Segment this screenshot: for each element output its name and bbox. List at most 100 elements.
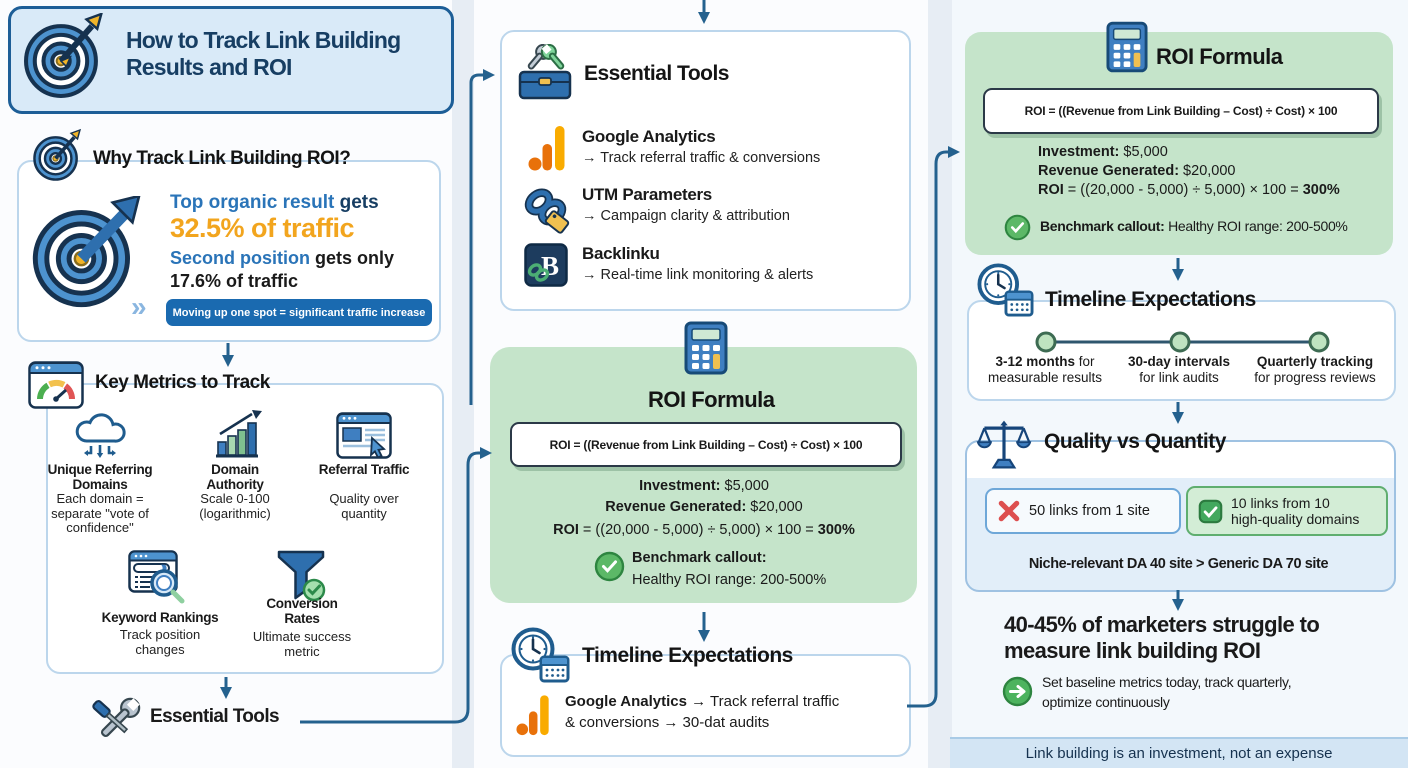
milestone-bold: 3-12 months: [995, 354, 1075, 369]
quality-bad-item: 50 links from 1 site: [985, 488, 1181, 534]
metric-title: Referral Traffic: [318, 462, 410, 477]
stat-line2: measure link building ROI: [1004, 638, 1261, 663]
google-analytics-icon: [516, 692, 550, 738]
investment-value: $5,000: [720, 478, 769, 494]
metric-desc: Each domain = separate "vote of confiden…: [51, 491, 149, 536]
quality-good-text: 10 links from 10 high-quality domains: [1231, 494, 1360, 527]
traffic-increase-badge: Moving up one spot = significant traffic…: [166, 299, 432, 326]
milestone: Quarterly tracking for progress reviews: [1240, 354, 1390, 387]
clock-calendar-icon: [508, 626, 572, 684]
toolbox-icon: [516, 44, 574, 104]
keyword-rankings-search-icon: [128, 550, 190, 607]
milestone-line2: measurable results: [987, 370, 1103, 386]
google-analytics-icon: [528, 124, 566, 172]
revenue-label: Revenue Generated:: [605, 499, 747, 515]
calc-roi: ROI: [553, 522, 579, 538]
tools-crossed-icon: [86, 692, 146, 754]
benchmark-label: Benchmark callout:: [632, 550, 767, 566]
calc-result: 300%: [1302, 182, 1340, 198]
calc-mid: = ((20,000 - 5,000) ÷ 5,000) × 100 =: [578, 522, 818, 538]
tool-name: Backlinku: [582, 244, 660, 263]
roi-investment-row-right: Investment: $5,000: [1038, 145, 1168, 160]
milestone: 30-day intervals for link audits: [1104, 354, 1254, 387]
quality-verdict: Niche-relevant DA 40 site > Generic DA 7…: [1028, 556, 1329, 572]
roi-revenue-row: Revenue Generated: $20,000: [510, 500, 898, 515]
revenue-value: $20,000: [1179, 163, 1236, 179]
key-metrics-title: Key Metrics to Track: [95, 372, 270, 393]
chevrons-icon: »: [131, 291, 147, 322]
quality-title: Quality vs Quantity: [1044, 430, 1226, 453]
roi-formula-title-right: ROI Formula: [1156, 44, 1283, 69]
roi-formula-panel: [490, 347, 917, 603]
metric-desc: Scale 0-100 (logarithmic): [199, 491, 271, 521]
metric-desc: Ultimate success metric: [252, 629, 352, 659]
roi-formula-text-right: ROI = ((Revenue from Link Building – Cos…: [1024, 104, 1338, 118]
metric-desc: Track position changes: [119, 627, 201, 657]
calc-result: 300%: [817, 522, 855, 538]
target-dart-icon: [22, 13, 108, 101]
timeline-mid-bold: Google Analytics: [565, 693, 687, 710]
timeline-mid-rest: → Track referral traffic: [686, 693, 840, 710]
milestone-line2: for link audits: [1139, 370, 1219, 386]
milestone-line2: for progress reviews: [1254, 370, 1376, 386]
calculator-icon: [684, 321, 728, 375]
why-line2: Second position gets only: [170, 248, 394, 269]
tool-desc: → Track referral traffic & conversions: [582, 150, 821, 166]
target-dart-small-icon: [32, 128, 84, 184]
milestone-rest: for: [1075, 354, 1095, 369]
why-track-title: Why Track Link Building ROI?: [93, 148, 351, 169]
footer-banner: Link building is an investment, not an e…: [950, 737, 1408, 768]
metric-title: Domain Authority: [206, 462, 264, 493]
metric-title: Keyword Rankings: [101, 610, 219, 625]
action-line1: Set baseline metrics today, track quarte…: [1042, 674, 1292, 690]
x-mark-icon: [997, 499, 1021, 523]
utm-link-tag-icon: [522, 186, 572, 234]
milestone-bold: 30-day intervals: [1127, 354, 1231, 369]
why-line1-rest: gets: [334, 192, 379, 213]
revenue-value: $20,000: [746, 499, 803, 515]
arrow-circle-icon: [1002, 676, 1033, 707]
why-line3: 17.6% of traffic: [170, 271, 299, 291]
why-line2-rest: gets only: [310, 248, 395, 268]
investment-label: Investment:: [1038, 144, 1120, 160]
essential-tools-label: Essential Tools: [150, 706, 280, 727]
quality-bad-text: 50 links from 1 site: [1029, 503, 1150, 519]
why-line1-highlight: Top organic result: [170, 192, 335, 213]
benchmark-row-right: Benchmark callout: Healthy ROI range: 20…: [1040, 218, 1348, 234]
gauge-icon: [28, 361, 84, 409]
domain-authority-chart-icon: [208, 410, 263, 460]
page-title: How to Track Link Building Results and R…: [126, 27, 401, 81]
referring-domains-cloud-icon: [72, 412, 128, 462]
clock-calendar-icon: [974, 262, 1036, 318]
timeline-mid-line2: & conversions → 30-dat audits: [565, 714, 770, 731]
timeline-mid-line1: Google Analytics → Track referral traffi…: [565, 693, 839, 710]
check-circle-icon: [594, 551, 625, 582]
metric-title: Unique Referring Domains: [47, 462, 153, 493]
revenue-label: Revenue Generated:: [1038, 163, 1180, 179]
scales-icon: [976, 416, 1032, 472]
check-circle-icon: [1004, 214, 1031, 241]
check-square-icon: [1198, 499, 1223, 524]
benchmark-text: Healthy ROI range: 200-500%: [632, 572, 827, 588]
left-gutter-band: [452, 0, 474, 768]
timeline-title-mid: Timeline Expectations: [582, 644, 793, 667]
essential-tools-title: Essential Tools: [584, 62, 730, 85]
metric-title: Conversion Rates: [266, 596, 338, 627]
calc-mid: = ((20,000 - 5,000) ÷ 5,000) × 100 =: [1063, 182, 1303, 198]
roi-investment-row: Investment: $5,000: [510, 479, 898, 494]
roi-formula-panel-right: [965, 32, 1393, 255]
tool-desc: → Campaign clarity & attribution: [582, 208, 790, 224]
why-line1: Top organic result gets: [170, 192, 379, 214]
timeline-track: [1030, 328, 1335, 356]
roi-calc-row-right: ROI = ((20,000 - 5,000) ÷ 5,000) × 100 =…: [1038, 183, 1340, 198]
benchmark-label: Benchmark callout:: [1040, 218, 1165, 234]
referral-traffic-browser-icon: [336, 412, 392, 459]
tool-name: UTM Parameters: [582, 185, 712, 204]
why-big-stat: 32.5% of traffic: [170, 213, 355, 243]
svg-text:B: B: [541, 251, 559, 281]
roi-calc-row: ROI = ((20,000 - 5,000) ÷ 5,000) × 100 =…: [510, 523, 898, 538]
stat-line1: 40-45% of marketers struggle to: [1004, 612, 1320, 637]
timeline-title-right: Timeline Expectations: [1045, 288, 1256, 311]
roi-revenue-row-right: Revenue Generated: $20,000: [1038, 164, 1235, 179]
